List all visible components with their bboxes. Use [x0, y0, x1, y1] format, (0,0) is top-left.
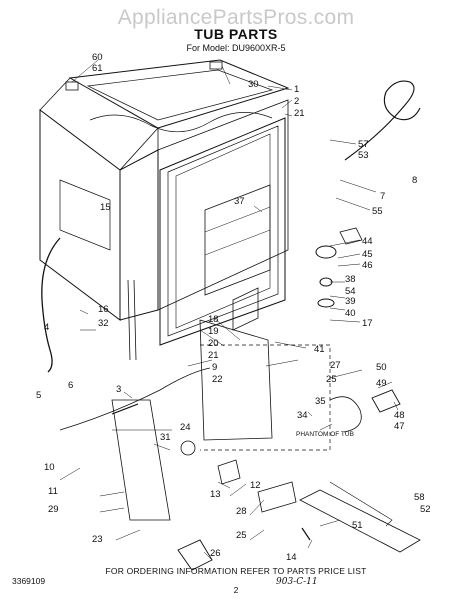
- callout-25b: 25: [236, 530, 247, 541]
- callout-52: 52: [420, 504, 431, 515]
- leg-left: [111, 399, 171, 521]
- bracket-18: [232, 287, 259, 331]
- callout-60: 60: [92, 52, 103, 63]
- callout-54: 54: [345, 286, 356, 297]
- bracket-44: [339, 227, 363, 245]
- callout-15: 15: [100, 202, 111, 213]
- clip-part-61: [65, 81, 79, 91]
- callout-38: 38: [345, 274, 356, 285]
- callout-6: 6: [68, 380, 73, 391]
- callout-32: 32: [98, 318, 109, 329]
- callout-34: 34: [297, 410, 308, 421]
- callout-17: 17: [362, 318, 373, 329]
- callout-35: 35: [315, 396, 326, 407]
- bracket-28: [257, 481, 297, 513]
- callout-23: 23: [92, 534, 103, 545]
- callout-50: 50: [376, 362, 387, 373]
- callout-14: 14: [286, 552, 297, 563]
- callout-47: 47: [394, 421, 405, 432]
- doc-number: 3369109: [12, 576, 46, 586]
- drain-hose: [41, 237, 61, 373]
- callout-9: 9: [212, 362, 217, 373]
- callout-2: 2: [294, 96, 299, 107]
- callout-51: 51: [352, 520, 363, 531]
- callout-61: 61: [92, 63, 103, 74]
- door-gasket: [159, 117, 286, 346]
- callout-44: 44: [362, 236, 373, 247]
- watermark: AppliancePartsPros.com: [117, 6, 355, 29]
- callout-11: 11: [48, 486, 58, 497]
- callout-8: 8: [412, 175, 417, 186]
- callout-10: 10: [44, 462, 55, 473]
- vent: [209, 61, 223, 70]
- page-title: TUB PARTS: [194, 26, 278, 42]
- part-35: [329, 396, 362, 433]
- part-13: [217, 459, 241, 485]
- callout-3: 3: [116, 384, 121, 395]
- callout-28: 28: [236, 506, 247, 517]
- phantom-label: PHANTOM OF TUB: [296, 431, 354, 438]
- callout-55: 55: [372, 206, 383, 217]
- tub-top-inner: [86, 69, 274, 121]
- callout-46: 46: [362, 260, 373, 271]
- motor-38: [315, 245, 337, 259]
- handwritten-note: 903-C-11: [276, 577, 318, 587]
- tub-front-wall: [119, 149, 159, 321]
- callout-29: 29: [48, 504, 59, 515]
- callout-49: 49: [376, 378, 387, 389]
- bracket-rail: [329, 481, 393, 527]
- callout-4: 4: [44, 322, 49, 333]
- callout-13: 13: [210, 489, 221, 500]
- callout-7: 7: [380, 191, 385, 202]
- inlet-valve: [371, 389, 401, 413]
- tub-top-wave: [89, 112, 273, 133]
- ordering-footer: FOR ORDERING INFORMATION REFER TO PARTS …: [105, 566, 367, 576]
- strip-32: [127, 279, 137, 361]
- callout-12: 12: [250, 480, 261, 491]
- callout-26: 26: [210, 548, 221, 559]
- callout-21b: 21: [208, 350, 219, 361]
- callout-40: 40: [345, 308, 356, 319]
- wire-harness: [59, 367, 211, 431]
- callout-57: 57: [358, 139, 369, 150]
- callout-20: 20: [208, 338, 219, 349]
- callout-5: 5: [36, 390, 41, 401]
- part-39: [317, 298, 335, 308]
- callout-18: 18: [208, 314, 219, 325]
- callout-16: 16: [98, 304, 109, 315]
- model-subtitle: For Model: DU9600XR-5: [186, 43, 286, 53]
- rod-3: [111, 403, 139, 415]
- callout-24: 24: [180, 422, 191, 433]
- tub-left-wall: [39, 109, 121, 321]
- callout-19: 19: [208, 326, 219, 337]
- callout-22: 22: [212, 374, 223, 385]
- inner-frame: [204, 184, 271, 296]
- callout-53: 53: [358, 150, 369, 161]
- leg-right: [199, 319, 273, 441]
- callout-27: 27: [330, 360, 341, 371]
- callout-45: 45: [362, 249, 373, 260]
- callout-1: 1: [294, 84, 299, 95]
- phantom-tub: [200, 344, 331, 451]
- callout-30: 30: [248, 79, 259, 90]
- tub-right-wall: [157, 99, 289, 311]
- callout-37: 37: [234, 196, 245, 207]
- base-rail: [299, 489, 421, 553]
- callout-25: 25: [326, 374, 337, 385]
- callout-21: 21: [294, 108, 305, 119]
- callout-48: 48: [394, 410, 405, 421]
- part-24: [180, 440, 196, 456]
- page-number: 2: [233, 585, 239, 595]
- tub-side-window: [59, 179, 111, 251]
- callout-39: 39: [345, 296, 356, 307]
- callout-31: 31: [160, 432, 171, 443]
- fill-hose: [344, 80, 421, 161]
- callout-58: 58: [414, 492, 425, 503]
- callout-41: 41: [314, 344, 325, 355]
- part-14: [301, 527, 311, 541]
- tub-top-outer: [68, 59, 290, 129]
